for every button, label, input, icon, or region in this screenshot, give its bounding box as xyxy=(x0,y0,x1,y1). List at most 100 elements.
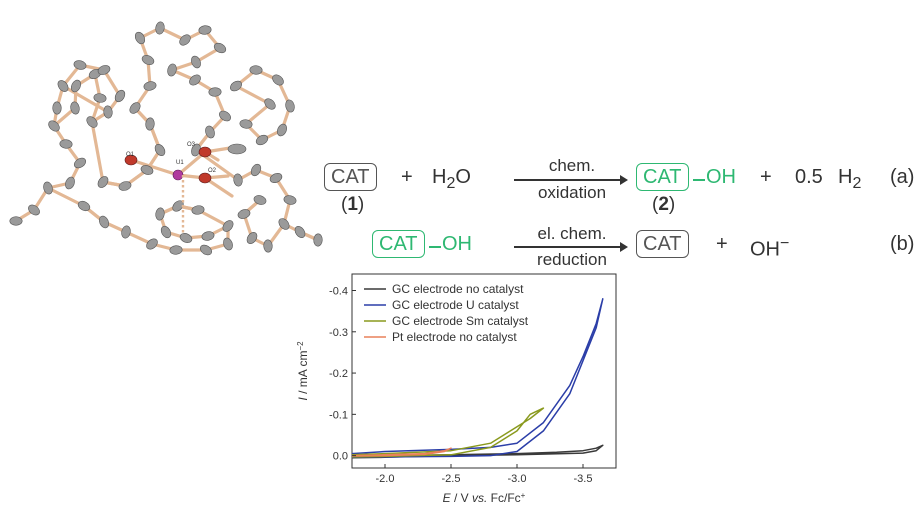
water-sub: 2 xyxy=(446,175,456,192)
carbon-atom-36 xyxy=(205,125,215,139)
carbon-atom-40 xyxy=(272,74,284,86)
reactant-cat-box-b: CAT xyxy=(372,230,425,258)
arrow-b-bottom-label: reduction xyxy=(537,250,607,269)
structure-bonds xyxy=(14,26,320,252)
carbon-atom-8 xyxy=(70,79,82,93)
carbon-atom-6 xyxy=(48,120,60,132)
carbon-atom-3 xyxy=(65,176,75,190)
reaction-a-label: (a) xyxy=(890,166,915,188)
bond-64 xyxy=(90,120,105,184)
carbon-atom-41 xyxy=(285,99,295,113)
carbon-atom-5 xyxy=(59,139,73,149)
hydrogen-sub: 2 xyxy=(852,175,862,192)
tick-layer: -2.0-2.5-3.0-3.50.0-0.1-0.2-0.3-0.4 xyxy=(329,286,592,485)
uranium-atom xyxy=(172,169,184,181)
x-tick-label-0: -2.0 xyxy=(376,473,395,485)
carbon-atom-59 xyxy=(179,233,193,243)
carbon-atom-55 xyxy=(294,226,306,238)
methyl-carbon xyxy=(227,143,247,155)
product-cat-box-a: CAT xyxy=(636,163,689,191)
carbon-atom-21 xyxy=(154,143,166,157)
carbon-atom-53 xyxy=(237,209,251,219)
bond-78 xyxy=(196,208,230,228)
carbon-atom-25 xyxy=(141,55,155,65)
legend-label-no-catalyst: GC electrode no catalyst xyxy=(392,282,524,296)
hydroxide-oh: OH xyxy=(750,238,780,261)
carbon-atom-67 xyxy=(146,238,158,250)
carbon-atom-39 xyxy=(249,65,263,75)
carbon-atom-27 xyxy=(155,21,165,35)
carbon-atom-45 xyxy=(264,98,276,110)
carbon-atom-58 xyxy=(201,231,215,241)
structure-atoms xyxy=(9,21,323,256)
oxygen-atom-1 xyxy=(198,146,212,158)
series-line-2 xyxy=(351,407,545,458)
bond-83 xyxy=(61,84,110,114)
plot-frame xyxy=(351,273,617,469)
carbon-atom-7 xyxy=(70,101,80,115)
carbon-atom-51 xyxy=(263,239,273,253)
arrow-a-bottom-label: oxidation xyxy=(537,183,607,202)
carbon-atom-18 xyxy=(97,176,109,188)
y-tick-label-1: -0.1 xyxy=(329,409,348,421)
carbon-atom-47 xyxy=(250,163,262,177)
carbon-atom-12 xyxy=(103,105,113,119)
carbon-atom-17 xyxy=(52,101,62,115)
carbon-atom-33 xyxy=(189,74,201,86)
reaction-arrow-b xyxy=(514,243,628,251)
carbon-atom-24 xyxy=(143,81,157,91)
carbon-atom-35 xyxy=(219,110,231,122)
carbon-atom-42 xyxy=(277,123,287,137)
carbon-atom-22 xyxy=(145,117,155,131)
carbon-atom-66 xyxy=(121,225,131,239)
oxygen-atom-2 xyxy=(198,172,212,184)
atom-label-u1: U1 xyxy=(176,160,184,166)
x-tick-label-3: -3.5 xyxy=(574,473,593,485)
carbon-atom-63 xyxy=(191,205,205,215)
carbon-atom-44 xyxy=(239,119,253,129)
legend-label-pt: Pt electrode no catalyst xyxy=(392,330,517,344)
carbon-atom-30 xyxy=(213,42,227,54)
byproduct-hydroxide: OH− xyxy=(750,232,789,262)
cv-chart: -2.0-2.5-3.0-3.50.0-0.1-0.2-0.3-0.4 GC e… xyxy=(296,273,617,505)
carbon-atom-13 xyxy=(114,89,126,103)
bond-72 xyxy=(234,84,272,106)
coefficient-half: 0.5 xyxy=(795,166,823,188)
carbon-atom-50 xyxy=(278,218,290,230)
carbon-atom-32 xyxy=(167,63,177,77)
molecular-structure: O1 U1 O3 O2 xyxy=(9,21,323,256)
series-line-3 xyxy=(351,447,452,457)
carbon-atom-19 xyxy=(118,181,132,191)
plus-a1: + xyxy=(401,166,413,188)
carbon-atom-69 xyxy=(199,244,213,256)
hydrogen-h: H xyxy=(838,166,853,188)
carbon-atom-43 xyxy=(255,134,269,146)
product-cat-box-b: CAT xyxy=(636,230,689,258)
carbon-atom-26 xyxy=(134,31,146,45)
carbon-atom-14 xyxy=(97,65,111,75)
reaction-b-label: (b) xyxy=(890,233,915,255)
carbon-atom-31 xyxy=(191,55,201,69)
compound-1-number: 1 xyxy=(347,194,358,215)
carbon-atom-2 xyxy=(43,181,53,195)
bond-13 xyxy=(102,68,122,98)
compound-2-label: (2) xyxy=(652,194,676,215)
carbon-atom-68 xyxy=(169,245,183,255)
carbon-atom-46 xyxy=(233,173,243,187)
carbon-atom-57 xyxy=(222,220,234,232)
reactant-oh-b: OH xyxy=(442,233,472,255)
carbon-atom-1 xyxy=(28,204,40,216)
carbon-atom-70 xyxy=(223,237,233,251)
y-axis-label: I / mA cm−2 xyxy=(296,341,311,401)
atom-label-o3: O3 xyxy=(187,142,196,148)
carbon-atom-61 xyxy=(155,207,165,221)
compound-1-label: (1) xyxy=(341,194,365,215)
carbon-atom-0 xyxy=(9,216,23,226)
arrow-b-top-label: el. chem. xyxy=(537,224,607,243)
metal-bond-0 xyxy=(129,158,180,177)
legend: GC electrode no catalyst GC electrode U … xyxy=(364,282,529,344)
carbon-atom-20 xyxy=(140,165,154,175)
x-tick-label-2: -3.0 xyxy=(508,473,527,485)
carbon-atom-64 xyxy=(77,200,91,212)
product-oh-a: OH xyxy=(706,166,736,188)
